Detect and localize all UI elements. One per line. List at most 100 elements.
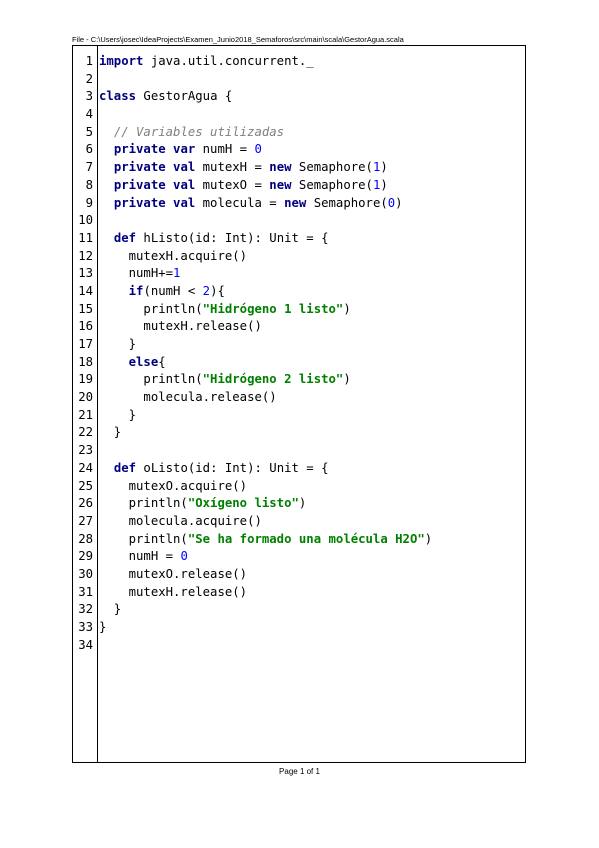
- line-number: 6: [85, 142, 93, 157]
- code-token: 0: [254, 142, 262, 157]
- line-number: 12: [78, 248, 93, 263]
- code-token: hListo(id: Int): Unit = {: [136, 230, 329, 245]
- code-line: 6 private var numH = 0: [73, 141, 525, 159]
- code-token: [99, 142, 114, 156]
- code-text: molecula.release(): [99, 389, 525, 407]
- code-text: molecula.acquire(): [99, 513, 525, 531]
- line-number: 14: [78, 283, 93, 298]
- code-token: numH =: [195, 142, 255, 157]
- line-number: 23: [78, 443, 93, 458]
- code-line: 7 private val mutexH = new Semaphore(1): [73, 159, 525, 177]
- code-token: ): [395, 195, 403, 210]
- line-number: 13: [78, 266, 93, 281]
- code-line: 18 else{: [73, 354, 525, 372]
- line-number: 16: [78, 319, 93, 334]
- code-token: molecula.release(): [99, 390, 277, 405]
- code-token: (numH <: [143, 283, 203, 298]
- code-token: ){: [210, 283, 225, 298]
- code-text: mutexH.acquire(): [99, 248, 525, 266]
- code-token: def: [113, 230, 137, 245]
- code-token: "Hidrógeno 1 listo": [202, 301, 344, 316]
- code-token: [99, 284, 129, 298]
- code-text: class GestorAgua {: [99, 88, 525, 106]
- code-token: "Hidrógeno 2 listo": [202, 372, 344, 387]
- code-token: ): [380, 177, 388, 192]
- code-token: "Se ha formado una molécula H2O": [187, 531, 425, 546]
- code-text: private val mutexH = new Semaphore(1): [99, 159, 525, 177]
- code-line: 10: [73, 212, 525, 230]
- code-text: def hListo(id: Int): Unit = {: [99, 230, 525, 248]
- line-number: 24: [78, 460, 93, 475]
- code-text: println("Hidrógeno 1 listo"): [99, 301, 525, 319]
- code-token: mutexO =: [195, 177, 270, 192]
- code-token: println(: [99, 372, 203, 387]
- code-token: def: [113, 460, 137, 475]
- code-token: new: [269, 160, 292, 175]
- code-token: GestorAgua {: [136, 89, 233, 104]
- code-line: 27 molecula.acquire(): [73, 513, 525, 531]
- code-token: 0: [180, 549, 188, 564]
- code-text: [99, 442, 525, 460]
- code-token: 1: [372, 177, 381, 192]
- code-token: numH+=: [99, 266, 174, 281]
- code-token: Semaphore(: [306, 195, 388, 210]
- code-token: }: [99, 337, 137, 351]
- code-text: [99, 212, 525, 230]
- code-text: [99, 106, 525, 124]
- code-token: mutexO.release(): [99, 566, 248, 581]
- code-token: // Variables utilizadas: [113, 124, 285, 139]
- code-token: mutexH.release(): [99, 319, 262, 334]
- code-text: mutexO.acquire(): [99, 478, 525, 496]
- code-text: }: [99, 336, 525, 354]
- line-number: 11: [78, 230, 93, 245]
- code-text: println("Hidrógeno 2 listo"): [99, 371, 525, 389]
- code-token: if: [128, 283, 144, 298]
- code-text: else{: [99, 354, 525, 372]
- code-line: 26 println("Oxígeno listo"): [73, 495, 525, 513]
- code-line: 4: [73, 106, 525, 124]
- code-token: [99, 125, 114, 139]
- line-number: 19: [78, 372, 93, 387]
- code-token: oListo(id: Int): Unit = {: [136, 460, 329, 475]
- code-text: def oListo(id: Int): Unit = {: [99, 460, 525, 478]
- code-token: mutexH.acquire(): [99, 248, 248, 263]
- line-number: 32: [78, 602, 93, 617]
- code-token: numH =: [99, 549, 181, 564]
- code-line: 14 if(numH < 2){: [73, 283, 525, 301]
- code-token: println(: [99, 496, 188, 511]
- code-text: }: [99, 407, 525, 425]
- line-number: 31: [78, 584, 93, 599]
- code-text: private var numH = 0: [99, 141, 525, 159]
- line-number: 18: [78, 354, 93, 369]
- code-token: println(: [99, 531, 188, 546]
- code-line: 19 println("Hidrógeno 2 listo"): [73, 371, 525, 389]
- code-token: }: [99, 407, 137, 422]
- code-text: private val mutexO = new Semaphore(1): [99, 177, 525, 195]
- line-number: 10: [78, 213, 93, 228]
- code-token: mutexO.acquire(): [99, 478, 248, 493]
- line-number: 34: [78, 637, 93, 652]
- code-token: else: [128, 354, 159, 369]
- code-token: private var: [113, 142, 196, 157]
- code-token: [99, 160, 114, 174]
- line-number: 8: [85, 177, 93, 192]
- code-token: java.util.concurrent._: [143, 54, 314, 68]
- line-number: 9: [85, 195, 93, 210]
- code-token: [99, 461, 114, 475]
- code-line: 20 molecula.release(): [73, 389, 525, 407]
- line-number: 25: [78, 478, 93, 493]
- code-text: }: [99, 601, 525, 619]
- code-line: 31 mutexH.release(): [73, 584, 525, 602]
- code-token: Semaphore(: [291, 177, 373, 192]
- code-line: 13 numH+=1: [73, 265, 525, 283]
- code-token: molecula.acquire(): [99, 513, 262, 528]
- code-token: mutexH.release(): [99, 584, 248, 599]
- code-token: private val: [113, 160, 196, 175]
- code-token: ): [343, 372, 351, 387]
- code-token: [99, 178, 114, 192]
- line-number-divider: [97, 46, 98, 762]
